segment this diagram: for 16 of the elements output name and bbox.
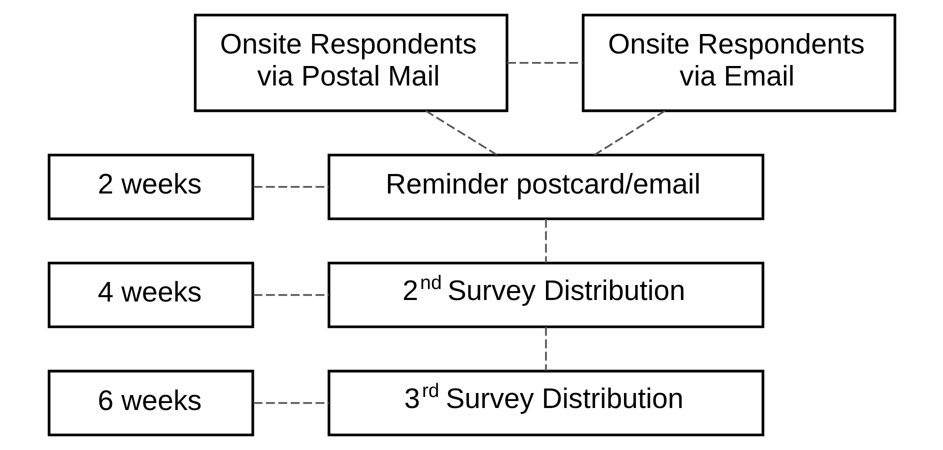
node-box: 4 weeks bbox=[47, 262, 254, 328]
node-box: Onsite Respondents via Email bbox=[581, 14, 896, 112]
connector bbox=[253, 186, 328, 188]
connector bbox=[544, 326, 546, 371]
connector bbox=[544, 218, 546, 263]
connector bbox=[424, 110, 497, 156]
connector bbox=[506, 62, 582, 64]
node-box: 6 weeks bbox=[47, 370, 254, 436]
connector bbox=[253, 294, 328, 296]
connector bbox=[594, 110, 665, 156]
connector bbox=[253, 402, 328, 404]
node-box: Onsite Respondents via Postal Mail bbox=[193, 14, 508, 112]
node-box: 2 weeks bbox=[47, 154, 254, 220]
node-box: 2$^{nd}$ Survey Distribution bbox=[327, 262, 764, 328]
node-box: 3$^{rd}$ Survey Distribution bbox=[327, 370, 764, 436]
node-box: Reminder postcard/email bbox=[327, 154, 764, 220]
